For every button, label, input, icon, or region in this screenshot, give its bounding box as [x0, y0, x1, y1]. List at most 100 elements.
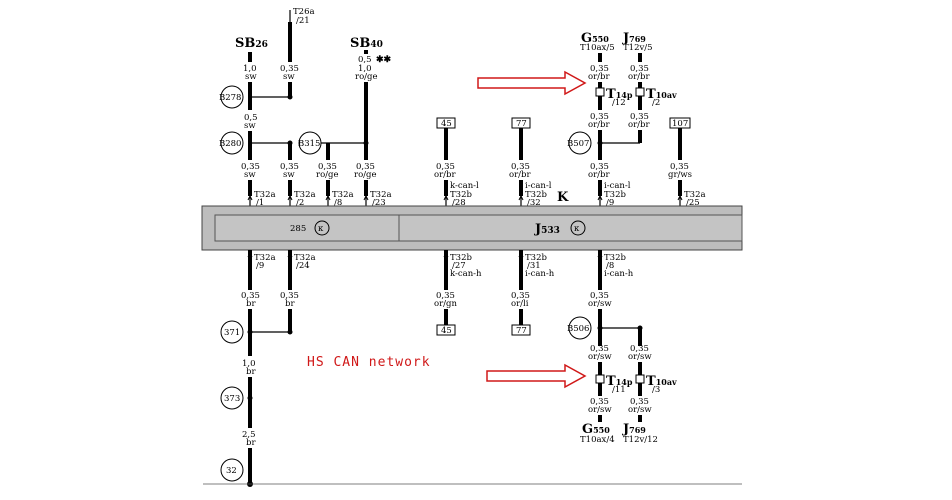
- wire-label: 0,35: [436, 291, 455, 301]
- wire-label: 2,5: [242, 430, 256, 440]
- wire-color: ro/ge: [355, 72, 378, 82]
- pin-connector: T32a: [294, 190, 316, 200]
- j769-connector: T12v/5: [623, 43, 653, 53]
- g550-connector: T10ax/4: [580, 435, 615, 445]
- wire-label: 0,35: [630, 344, 649, 354]
- wire-label: 0,35: [590, 291, 609, 301]
- wire-color: or/gn: [434, 299, 457, 309]
- node-b278: [220, 85, 244, 109]
- wire-label: 1,0: [243, 64, 257, 74]
- wire-label: 0,35: [318, 162, 337, 172]
- wire-label: 0,35: [241, 162, 260, 172]
- pin-number: /2: [296, 198, 304, 208]
- module-k-label: K: [557, 190, 569, 205]
- wire-color: or/sw: [588, 299, 612, 309]
- node-label: 371: [224, 328, 240, 338]
- pin-connector: T32b: [604, 253, 626, 263]
- wire-color: br: [246, 299, 256, 309]
- wire-label: 1,0: [242, 359, 256, 369]
- node-label: 77: [516, 326, 527, 336]
- wire-label: 0,35: [280, 64, 299, 74]
- terminal-77-bottom: [511, 324, 531, 336]
- pin-number: /23: [372, 198, 386, 208]
- node-label: 45: [441, 119, 452, 129]
- node-label: 45: [441, 326, 452, 336]
- t10av-a: T10av: [646, 87, 677, 102]
- hs-can-annotation: HS CAN network: [307, 355, 431, 370]
- pin-number: /32: [527, 198, 541, 208]
- wire-label: 0,35: [630, 64, 649, 74]
- wire-color: br: [285, 299, 295, 309]
- wire-color: or/li: [511, 299, 529, 309]
- gateway-icon: [314, 220, 330, 236]
- pin-number: /9: [606, 198, 614, 208]
- pin-number: /27: [452, 261, 466, 271]
- pin-connector: T32b: [450, 190, 472, 200]
- g550-connector: T10ax/5: [580, 43, 615, 53]
- pin-number: /8: [334, 198, 342, 208]
- node-label: B315: [298, 139, 320, 149]
- node-label: B280: [219, 139, 241, 149]
- wire-color: or/br: [509, 170, 531, 180]
- module-j533-label: J533: [534, 222, 560, 237]
- pin-label: /3: [652, 385, 660, 395]
- t10av-c: T10av: [646, 374, 677, 389]
- wire-color: ro/ge: [354, 170, 377, 180]
- wire-label: 0,35: [590, 397, 609, 407]
- wire-color: gr/ws: [668, 170, 692, 180]
- wire-label: 0,5: [358, 55, 372, 65]
- wire-label: 0,35: [356, 162, 375, 172]
- module-j285-label: 285: [290, 224, 306, 234]
- pin-number: /9: [256, 261, 264, 271]
- gateway-glyph: κ: [318, 224, 324, 234]
- pin-connector: T32b: [604, 190, 626, 200]
- wire-color: or/sw: [628, 405, 652, 415]
- sb26-label: SB26: [235, 36, 268, 51]
- pin-connector: T32a: [254, 253, 276, 263]
- pin-connector: T32a: [294, 253, 316, 263]
- pin-label: /12: [612, 98, 626, 108]
- t26-label: T26a: [293, 7, 315, 17]
- wire-label: 0,35: [280, 162, 299, 172]
- pin-net-name: k-can-h: [450, 269, 482, 279]
- wire-label: 0,35: [670, 162, 689, 172]
- node-373: [220, 386, 244, 410]
- wire-color: or/br: [628, 72, 650, 82]
- gateway-glyph: κ: [574, 224, 580, 234]
- wire-label: 0,35: [590, 112, 609, 122]
- connector-icon: [635, 374, 645, 384]
- pin-net-name: i-can-l: [525, 181, 552, 191]
- connector-icon: [635, 87, 645, 97]
- pin-net-name: i-can-h: [604, 269, 634, 279]
- j769-bottom: J769: [622, 422, 646, 437]
- pin-number: /1: [256, 198, 264, 208]
- wire-label: 0,35: [590, 344, 609, 354]
- arrow-right-icon: [477, 70, 587, 96]
- node-label: B506: [567, 324, 589, 334]
- node-label: 373: [224, 394, 240, 404]
- node-label: 107: [672, 119, 688, 129]
- wire-label: 0,35: [630, 112, 649, 122]
- wire-color: sw: [283, 170, 295, 180]
- node-32: [220, 458, 244, 482]
- wire-label: 0,35: [436, 162, 455, 172]
- wire-color: sw: [283, 72, 295, 82]
- pin-connector: T32b: [525, 253, 547, 263]
- wire-label: 0,5: [244, 113, 258, 123]
- wire-color: sw: [245, 72, 257, 82]
- g550-top: G550: [581, 31, 609, 46]
- wire-label: 1,0: [358, 64, 372, 74]
- node-b506: [568, 316, 592, 340]
- wire-color: or/br: [434, 170, 456, 180]
- arrow-right-icon: [486, 363, 587, 389]
- pin-label: /11: [612, 385, 626, 395]
- wire-label: 0,35: [511, 291, 530, 301]
- t14p-c: T14p: [606, 374, 633, 389]
- wire-label: 0,35: [280, 291, 299, 301]
- wire-color: br: [246, 438, 256, 448]
- wire-color: or/sw: [588, 405, 612, 415]
- node-371: [220, 320, 244, 344]
- node-label: B507: [567, 139, 589, 149]
- t14p-a: T14p: [606, 87, 633, 102]
